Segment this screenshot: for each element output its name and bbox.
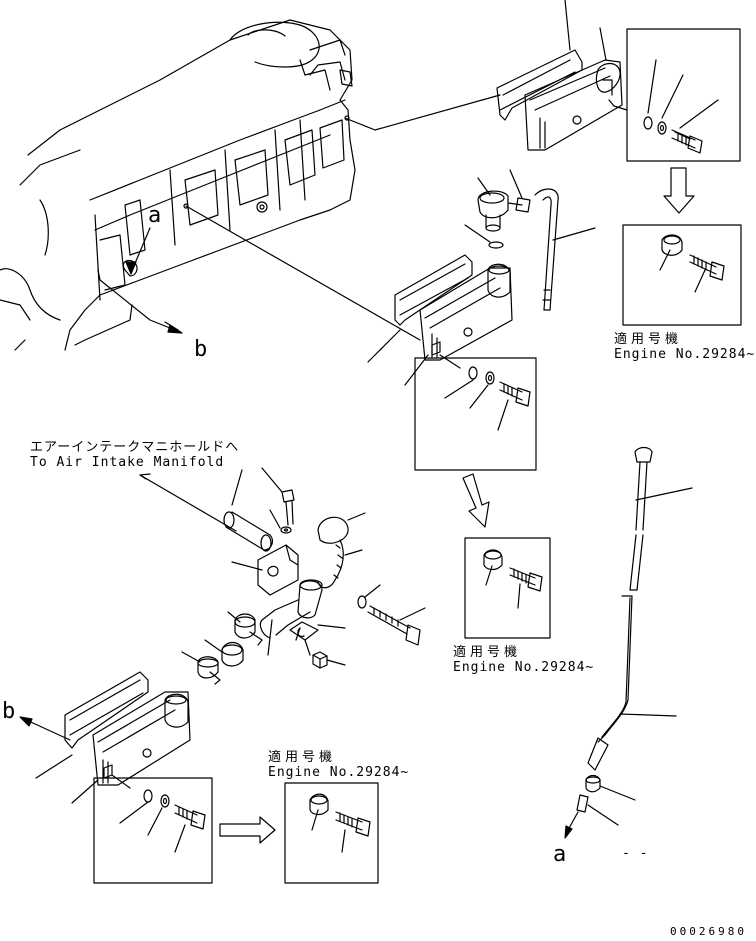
hollow-arrow-top — [663, 167, 695, 214]
applicable-note-2-ja: 適用号機 — [453, 645, 522, 660]
lower-cover-assembly — [35, 671, 213, 884]
applicable-note-1-ja: 適用号機 — [614, 332, 683, 347]
arrow-a-top — [125, 261, 137, 275]
engine-block — [0, 19, 356, 351]
applicable-note-2: 適用号機 Engine No.29284~ — [453, 645, 594, 675]
upper-cover-assembly — [496, 0, 741, 162]
callout-b-bottom: b — [2, 699, 16, 724]
applicable-note-1: 適用号機 Engine No.29284~ — [614, 332, 755, 362]
replacement-box-3 — [284, 782, 379, 884]
applicable-note-1-en: Engine No.29284~ — [614, 347, 756, 362]
destination-ja: エアーインテークマニホールドへ — [30, 440, 240, 455]
hollow-arrow-bottom — [219, 816, 276, 844]
applicable-note-3: 適用号機 Engine No.29284~ — [268, 750, 409, 780]
applicable-note-2-en: Engine No.29284~ — [453, 660, 595, 675]
drawing-number: 00026980 — [670, 925, 747, 938]
dipstick-assembly — [567, 446, 693, 831]
destination-en: To Air Intake Manifold — [30, 455, 225, 470]
replacement-box-2 — [464, 537, 551, 639]
applicable-note-3-ja: 適用号機 — [268, 750, 337, 765]
destination-note: エアーインテークマニホールドへ To Air Intake Manifold — [30, 440, 239, 470]
bottom-mark: - - — [622, 846, 649, 861]
arrow-b-top — [167, 324, 183, 334]
applicable-note-3-en: Engine No.29284~ — [268, 765, 410, 780]
hollow-arrow-middle — [462, 473, 490, 528]
callout-a-top: a — [148, 203, 162, 228]
arrow-b-bottom — [19, 716, 33, 727]
breather-assembly — [139, 467, 426, 685]
replacement-box-1 — [622, 224, 742, 326]
middle-cover-assembly — [367, 169, 596, 471]
callout-a-bottom: a — [553, 842, 567, 867]
arrow-a-bottom — [564, 825, 573, 839]
callout-b-top: b — [194, 337, 208, 362]
